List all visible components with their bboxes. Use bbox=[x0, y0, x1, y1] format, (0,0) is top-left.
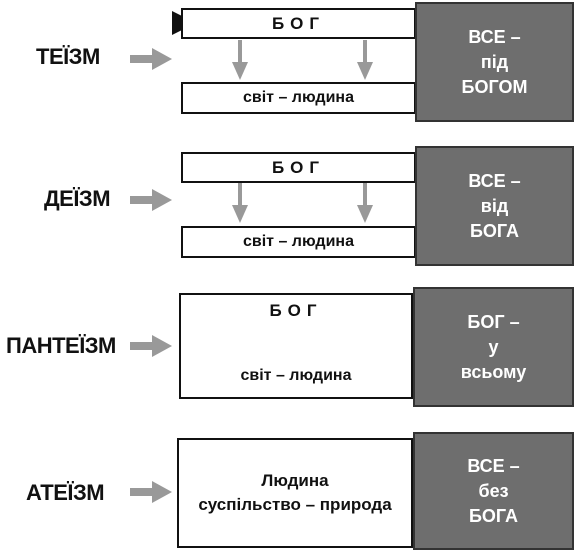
side-line-2: у bbox=[488, 336, 499, 357]
atheism-line-1: Людина bbox=[261, 471, 329, 490]
side-line-1: ВСЕ – bbox=[468, 170, 521, 191]
god-text: БОГ bbox=[263, 301, 329, 321]
down-arrows-teism bbox=[232, 40, 373, 80]
label-arrow-deism bbox=[130, 189, 172, 211]
world-text: світ – людина bbox=[240, 367, 352, 384]
side-line-2: під bbox=[480, 51, 509, 72]
side-line-1: БОГ – bbox=[467, 311, 520, 332]
side-line-3: всьому bbox=[460, 361, 527, 382]
god-box-deism: БОГ bbox=[181, 152, 416, 183]
side-line-3: БОГОМ bbox=[461, 76, 528, 97]
label-arrows bbox=[130, 48, 172, 503]
label-deism: ДЕЇЗМ bbox=[44, 186, 111, 211]
god-text: БОГ bbox=[265, 13, 332, 34]
side-line-1: ВСЕ – bbox=[467, 455, 520, 476]
label-arrow-pantheism bbox=[130, 335, 172, 357]
side-panel-atheism: ВСЕ – без БОГА bbox=[413, 432, 574, 550]
atheism-box: Людина суспільство – природа bbox=[177, 438, 413, 548]
side-line-1: ВСЕ – bbox=[468, 26, 521, 47]
atheism-line-2: суспільство – природа bbox=[198, 495, 392, 514]
world-box-teism: світ – людина bbox=[181, 82, 416, 114]
world-text: світ – людина bbox=[243, 233, 354, 250]
label-pantheism: ПАНТЕЇЗМ bbox=[6, 333, 116, 358]
side-panel-teism: ВСЕ – під БОГОМ bbox=[415, 2, 574, 122]
label-arrow-atheism bbox=[130, 481, 172, 503]
side-line-2: без bbox=[478, 480, 509, 501]
side-line-3: БОГА bbox=[468, 505, 518, 526]
side-line-2: від bbox=[480, 195, 509, 216]
pantheism-box: БОГ світ – людина bbox=[179, 293, 413, 399]
god-text: БОГ bbox=[271, 157, 326, 177]
side-panel-pantheism: БОГ – у всьому bbox=[413, 287, 574, 407]
label-teism: ТЕЇЗМ bbox=[36, 44, 100, 69]
god-box-teism: БОГ bbox=[181, 8, 416, 39]
label-atheism: АТЕЇЗМ bbox=[26, 480, 105, 505]
world-text: світ – людина bbox=[243, 89, 354, 106]
label-arrow-teism bbox=[130, 48, 172, 70]
side-panel-deism: ВСЕ – від БОГА bbox=[415, 146, 574, 266]
side-line-3: БОГА bbox=[469, 220, 519, 241]
down-arrows-deism bbox=[232, 183, 373, 223]
world-box-deism: світ – людина bbox=[181, 226, 416, 258]
